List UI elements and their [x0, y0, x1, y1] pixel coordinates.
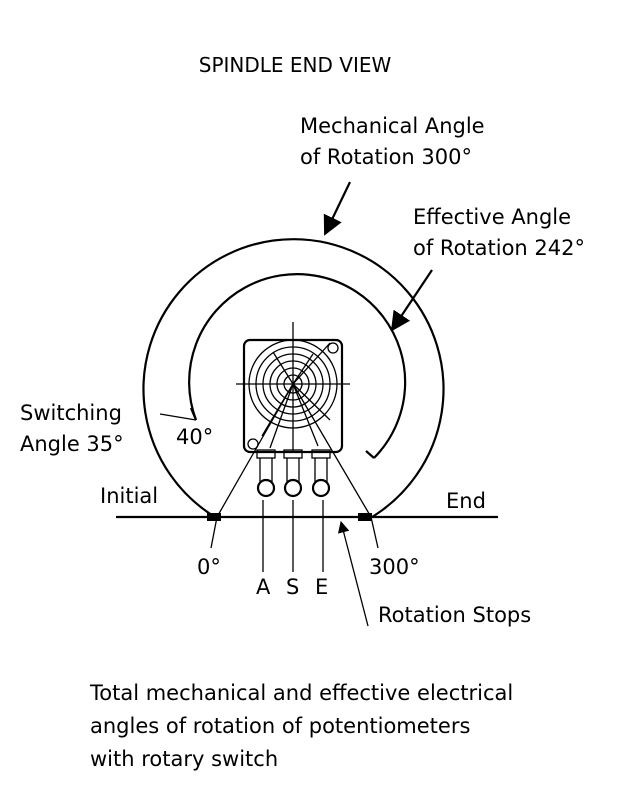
rotation-stop-end	[358, 513, 372, 521]
effective-angle-arrow	[390, 269, 433, 332]
rotation-stops-label: Rotation Stops	[378, 603, 531, 627]
effective-angle-label-line2: of Rotation 242°	[413, 236, 585, 260]
effective-angle-label-line1: Effective Angle	[413, 205, 571, 229]
caption-line3: with rotary switch	[90, 747, 278, 771]
switching-angle-label-line2: Angle 35°	[20, 432, 124, 456]
terminal-a-label: A	[256, 575, 271, 599]
initial-label: Initial	[100, 484, 158, 508]
potentiometer-body	[236, 322, 350, 454]
end-label: End	[446, 489, 486, 513]
mechanical-angle-arrow	[323, 181, 351, 236]
rotation-stops-arrow	[337, 520, 369, 627]
diagram-title: SPINDLE END VIEW	[199, 53, 392, 77]
three-hundred-degree-leader	[370, 516, 379, 549]
rotation-stop-initial	[207, 513, 221, 521]
zero-degree-line	[216, 383, 294, 518]
effective-rotation-arc	[188, 273, 407, 459]
caption-line1: Total mechanical and effective electrica…	[89, 681, 513, 705]
three-hundred-degree-line	[292, 383, 372, 518]
switching-angle-leader	[159, 413, 197, 421]
caption-line2: angles of rotation of potentiometers	[90, 714, 470, 738]
angle-300-label: 300°	[369, 555, 420, 579]
mechanical-angle-label-line1: Mechanical Angle	[300, 114, 485, 138]
terminal-e-label: E	[315, 575, 328, 599]
mechanical-angle-label-line2: of Rotation 300°	[300, 145, 472, 169]
angle-0-label: 0°	[197, 555, 221, 579]
zero-degree-leader	[210, 516, 218, 549]
mechanical-rotation-arc	[142, 238, 445, 518]
terminal-s-label: S	[286, 575, 299, 599]
angle-40-label: 40°	[176, 425, 213, 449]
switching-angle-label-line1: Switching	[20, 401, 122, 425]
terminal-pins	[256, 449, 331, 498]
effective-arc-start-tick	[189, 407, 198, 421]
effective-arc-end-tick	[365, 450, 375, 459]
